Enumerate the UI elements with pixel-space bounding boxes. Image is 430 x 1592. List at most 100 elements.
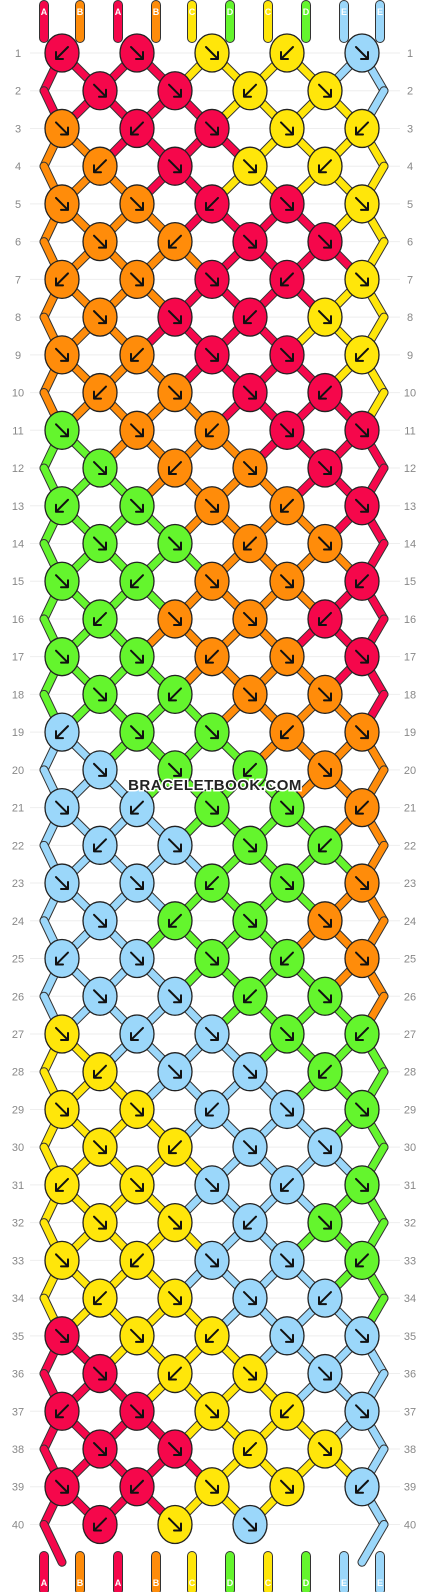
knot	[269, 938, 305, 979]
knot	[157, 599, 193, 639]
knot-arrow-icon	[93, 1517, 107, 1532]
knot-arrow-icon	[355, 196, 369, 211]
knot	[232, 71, 268, 111]
knot-arrow-icon	[93, 611, 107, 626]
knot	[232, 146, 268, 186]
knot	[307, 448, 343, 488]
row-number-right: 4	[407, 161, 413, 173]
knot	[194, 1240, 230, 1281]
knot-arrow-icon	[243, 1517, 257, 1532]
knot	[307, 146, 343, 186]
knot-arrow-icon	[355, 423, 369, 438]
row-number-right: 29	[404, 1104, 416, 1116]
row-number-right: 10	[404, 388, 416, 400]
knot	[269, 637, 305, 677]
knot	[82, 1052, 118, 1092]
row-number-left: 36	[12, 1369, 24, 1381]
knot	[44, 1391, 80, 1431]
knot-arrow-icon	[280, 121, 294, 136]
knot	[232, 1278, 268, 1318]
knot	[44, 108, 80, 149]
knot	[307, 1202, 343, 1243]
knot-arrow-icon	[280, 1177, 294, 1192]
knot	[307, 1127, 343, 1167]
row-number-right: 14	[404, 538, 416, 550]
knot-arrow-icon	[280, 1479, 294, 1494]
knot-arrow-icon	[93, 536, 107, 551]
knot	[119, 1014, 155, 1054]
knot-arrow-icon	[93, 1215, 107, 1230]
row-number-left: 31	[12, 1180, 24, 1192]
knot	[232, 523, 268, 564]
knot	[44, 1316, 80, 1356]
row-number-left: 14	[12, 538, 24, 550]
knot	[119, 486, 155, 526]
knot	[232, 1052, 268, 1092]
knot-arrow-icon	[243, 913, 257, 928]
row-number-left: 1	[15, 48, 21, 60]
knot	[44, 410, 80, 450]
knot-arrow-icon	[205, 423, 219, 438]
knot-arrow-icon	[130, 498, 144, 513]
row-number-right: 33	[404, 1255, 416, 1267]
row-number-left: 24	[12, 916, 24, 928]
knot-arrow-icon	[243, 385, 257, 400]
knot	[157, 372, 193, 413]
knot	[232, 297, 268, 337]
row-number-left: 2	[15, 86, 21, 98]
knot-arrow-icon	[93, 385, 107, 400]
strand-label-bottom: A	[115, 1578, 122, 1588]
knot-arrow-icon	[93, 989, 107, 1004]
knot	[44, 486, 80, 526]
knot-arrow-icon	[93, 1366, 107, 1381]
knot-arrow-icon	[55, 1253, 69, 1268]
knot-arrow-icon	[55, 423, 69, 438]
knot-arrow-icon	[168, 913, 182, 928]
knot-arrow-icon	[130, 1026, 144, 1041]
knot	[44, 259, 80, 300]
knot	[119, 410, 155, 450]
knot-arrow-icon	[280, 649, 294, 664]
row-number-left: 10	[12, 388, 24, 400]
knot	[344, 1391, 380, 1431]
strand-label-bottom: C	[265, 1578, 272, 1588]
knot	[344, 486, 380, 526]
row-number-left: 28	[12, 1067, 24, 1079]
row-number-right: 16	[404, 614, 416, 626]
knot	[194, 1165, 230, 1205]
knot	[307, 825, 343, 865]
row-number-right: 7	[407, 274, 413, 286]
knot	[269, 335, 305, 375]
knot-arrow-icon	[318, 913, 332, 928]
knot-arrow-icon	[318, 1140, 332, 1155]
knot-arrow-icon	[205, 951, 219, 966]
knot	[269, 561, 305, 601]
knot-grid	[44, 33, 380, 1545]
knot	[44, 712, 80, 752]
knot-arrow-icon	[93, 1140, 107, 1155]
knot	[307, 71, 343, 111]
knot-arrow-icon	[55, 1404, 69, 1419]
knot	[119, 184, 155, 224]
edge-strand-segment	[40, 1520, 66, 1566]
knot	[44, 1089, 80, 1130]
knot-arrow-icon	[243, 1291, 257, 1306]
knot-arrow-icon	[205, 725, 219, 740]
knot	[232, 1127, 268, 1167]
knot	[194, 1467, 230, 1507]
knot-arrow-icon	[243, 310, 257, 325]
knot-arrow-icon	[355, 347, 369, 362]
knot	[232, 750, 268, 790]
knot	[157, 1127, 193, 1167]
knot-arrow-icon	[355, 725, 369, 740]
knot-arrow-icon	[168, 611, 182, 626]
knot	[232, 1429, 268, 1469]
row-number-right: 13	[404, 501, 416, 513]
knot	[269, 1165, 305, 1205]
row-number-left: 38	[12, 1444, 24, 1456]
knot	[269, 863, 305, 903]
knot-arrow-icon	[243, 83, 257, 98]
row-number-left: 20	[12, 765, 24, 777]
knot-arrow-icon	[280, 876, 294, 891]
row-number-left: 26	[12, 991, 24, 1003]
